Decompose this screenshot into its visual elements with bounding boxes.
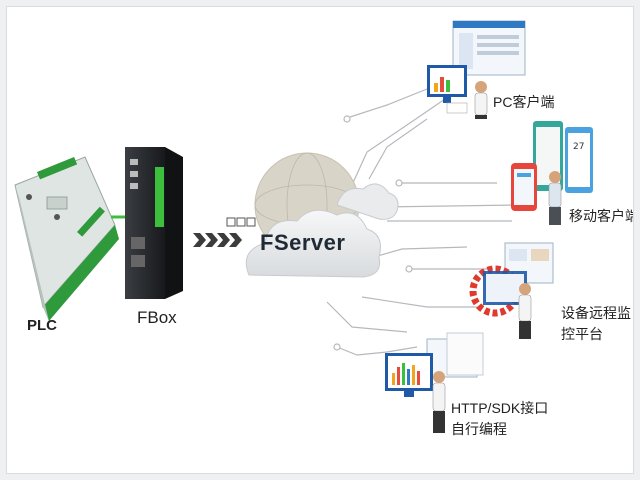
node-dot <box>395 179 403 187</box>
line-to-pc <box>351 98 446 186</box>
line-to-http <box>336 346 418 356</box>
diagram-canvas: 27 <box>14 20 593 433</box>
node-dot <box>343 115 351 123</box>
person-icon <box>432 371 446 433</box>
remote-platform-label-line1: 设备远程监 <box>561 305 631 321</box>
node-dot <box>405 265 413 273</box>
cloud-icon <box>245 152 399 278</box>
person-icon <box>518 283 532 339</box>
mobile-client-label: 移动客户端 <box>569 208 634 224</box>
mobile-client-icon: 27 <box>511 121 593 211</box>
plc-label: PLC <box>27 317 57 334</box>
remote-platform-label-line2: 控平台 <box>561 326 603 342</box>
arrow-right-icon <box>193 233 242 247</box>
http-sdk-icon <box>385 332 484 397</box>
line-to-pc-2 <box>368 118 428 180</box>
person-icon <box>474 81 488 119</box>
fbox-label: FBox <box>137 308 177 327</box>
connector-lines <box>326 88 518 356</box>
fbox-device <box>125 147 183 299</box>
pc-client-icon <box>427 20 526 114</box>
svg-text:27: 27 <box>573 142 584 152</box>
fserver-label: FServer <box>260 230 346 255</box>
http-sdk-label-line1: HTTP/SDK接口 <box>451 400 549 416</box>
architecture-diagram: 27 PLC <box>6 6 634 474</box>
node-dot <box>333 343 341 351</box>
remote-platform-icon <box>469 242 554 317</box>
http-sdk-label-line2: 自行编程 <box>451 421 507 437</box>
person-icon <box>548 171 562 225</box>
plc-device <box>14 156 119 321</box>
pc-client-label: PC客户端 <box>493 94 555 110</box>
